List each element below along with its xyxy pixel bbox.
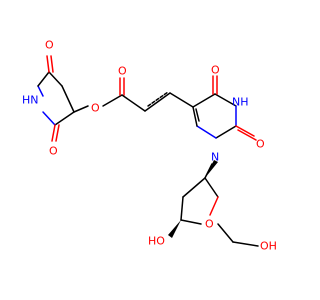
bond: [42, 111, 56, 126]
uracil-ring: [192, 75, 257, 179]
uracil-n1-label: N: [211, 151, 219, 164]
bond: [51, 124, 56, 142]
bond: [215, 125, 237, 139]
bond: [214, 93, 237, 107]
succinimide-nh-label: HN: [22, 94, 39, 107]
stereo-wedge: [205, 160, 218, 178]
bond: [232, 241, 259, 247]
bond: [209, 196, 219, 216]
sugar-ring-o-label: O: [205, 218, 214, 231]
bond: [192, 93, 216, 108]
bond: [217, 223, 234, 243]
bond: [37, 85, 44, 97]
bond: [102, 94, 123, 107]
succinimide-o-bottom-label: O: [49, 145, 58, 158]
bond: [54, 111, 75, 126]
bond: [46, 55, 50, 73]
bond: [235, 125, 255, 137]
bond: [147, 91, 169, 107]
succinimide-ring: [37, 55, 89, 142]
bond: [48, 71, 63, 87]
bond: [196, 125, 217, 139]
bond: [144, 92, 171, 112]
stereo-wedge: [168, 220, 181, 238]
deoxyribose-ring: [168, 160, 259, 247]
bond: [180, 219, 202, 225]
bond: [61, 85, 75, 113]
bond: [237, 129, 257, 141]
carbonyl-o-label: O: [118, 65, 127, 78]
bond: [192, 106, 198, 127]
bond: [37, 71, 50, 87]
uracil-nh-label: NH: [232, 96, 249, 109]
bond: [55, 124, 60, 142]
bond: [195, 108, 200, 122]
sugar-ho-label: HO: [148, 235, 165, 248]
molecule-structure: O HN O O O O NH N O O HO OH: [22, 39, 277, 253]
bond: [50, 55, 54, 73]
uracil-o-right-label: O: [256, 138, 265, 151]
sugar-oh-label: OH: [260, 240, 277, 253]
ester-o-label: O: [91, 102, 100, 115]
uracil-o-top-label: O: [211, 64, 220, 77]
bond: [169, 92, 194, 108]
succinimide-o-top-label: O: [45, 39, 54, 52]
bond: [182, 177, 206, 198]
acrylate-chain: [102, 77, 194, 112]
bond: [121, 94, 146, 112]
bond: [73, 105, 89, 113]
bond: [204, 177, 219, 198]
bond: [180, 196, 184, 221]
